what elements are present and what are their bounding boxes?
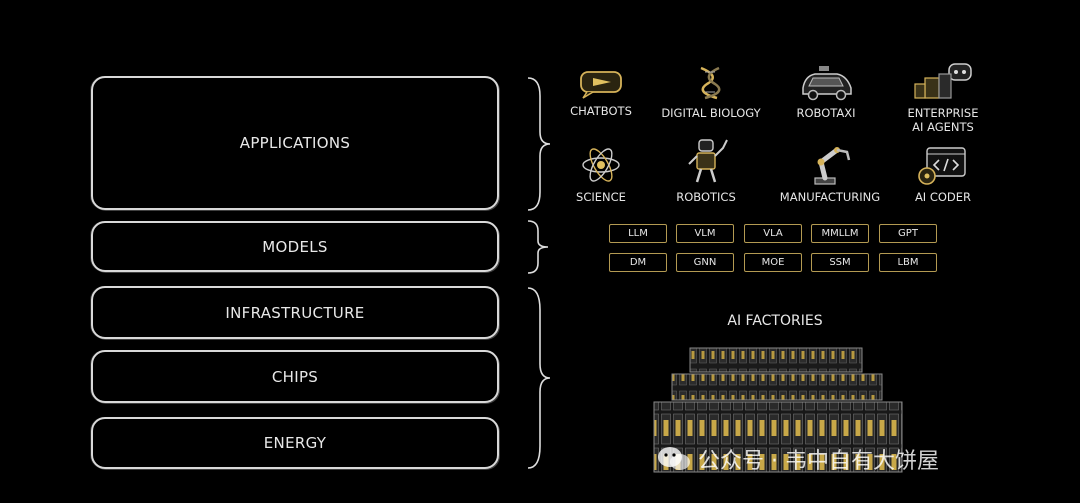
model-chip-vla: VLA xyxy=(744,224,802,243)
model-chip-llm: LLM xyxy=(609,224,667,243)
model-chip-vlm: VLM xyxy=(676,224,734,243)
layer-label: APPLICATIONS xyxy=(239,134,351,152)
car-icon xyxy=(802,66,852,101)
robot-arm-icon xyxy=(814,147,851,185)
app-label-line1: ENTERPRISE xyxy=(907,106,979,120)
layer-label: MODELS xyxy=(262,237,328,256)
layer-chips: CHIPS xyxy=(91,350,499,403)
brace-models xyxy=(527,220,549,274)
layer-label: ENERGY xyxy=(263,434,327,452)
app-label: DIGITAL BIOLOGY xyxy=(661,106,761,120)
layer-energy: ENERGY xyxy=(91,417,499,469)
model-chip-gnn: GNN xyxy=(676,253,734,272)
wechat-icon xyxy=(658,447,690,470)
model-chip-ssm: SSM xyxy=(811,253,869,272)
layer-infrastructure: INFRASTRUCTURE xyxy=(91,286,499,339)
watermark-text: 公众号 · 韦中自有大饼屋 xyxy=(698,449,939,474)
layer-label: CHIPS xyxy=(271,367,319,386)
chatbot-icon xyxy=(580,71,622,99)
ai-factory-datacenter-icon xyxy=(653,347,903,473)
app-robotaxi: ROBOTAXI xyxy=(766,64,886,120)
brace-applications xyxy=(527,77,551,211)
model-chip-lbm: LBM xyxy=(879,253,937,272)
brace-infrastructure xyxy=(527,287,551,469)
model-chip-dm: DM xyxy=(609,253,667,272)
layer-label: INFRASTRUCTURE xyxy=(225,303,365,322)
app-enterprise-ai-agents: ENTERPRISE AI AGENTS xyxy=(883,60,1003,134)
layer-models: MODELS xyxy=(91,221,499,272)
app-robotics: ROBOTICS xyxy=(646,136,766,204)
app-label-line2: AI AGENTS xyxy=(912,120,974,134)
app-label: ROBOTICS xyxy=(676,190,736,204)
ai-factories-title: AI FACTORIES xyxy=(727,313,823,329)
watermark: 公众号 · 韦中自有大饼屋 xyxy=(656,443,939,475)
app-manufacturing: MANUFACTURING xyxy=(770,140,890,204)
app-label: ROBOTAXI xyxy=(796,106,856,120)
app-ai-coder: AI CODER xyxy=(883,144,1003,204)
app-label: MANUFACTURING xyxy=(779,190,881,204)
model-chip-moe: MOE xyxy=(744,253,802,272)
dna-icon xyxy=(700,66,721,100)
app-label: AI CODER xyxy=(914,190,972,204)
layer-applications: APPLICATIONS xyxy=(91,76,499,210)
model-chip-gpt: GPT xyxy=(879,224,937,243)
app-chatbots: CHATBOTS xyxy=(541,66,661,118)
code-icon xyxy=(918,147,966,185)
atom-icon xyxy=(582,148,620,182)
app-label: CHATBOTS xyxy=(570,104,632,118)
model-chip-mmllm: MMLLM xyxy=(811,224,869,243)
app-science: SCIENCE xyxy=(541,144,661,204)
robot-icon xyxy=(688,139,728,183)
app-label: SCIENCE xyxy=(576,190,626,204)
ai-agents-icon xyxy=(914,63,972,99)
app-digital-biology: DIGITAL BIOLOGY xyxy=(651,64,771,120)
